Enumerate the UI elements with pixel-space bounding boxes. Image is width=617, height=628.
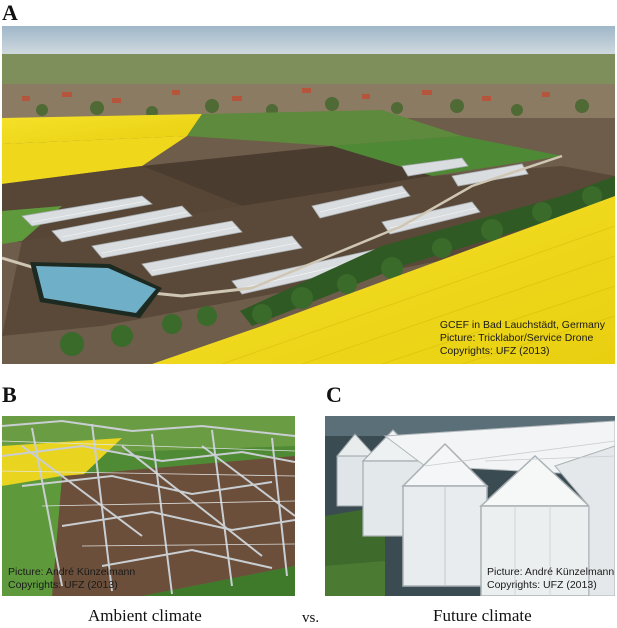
rapeseed-field-left bbox=[2, 114, 202, 144]
versus-label: vs. bbox=[302, 610, 320, 626]
panel-c-photo: Picture: André Künzelmann Copyrights: UF… bbox=[325, 416, 615, 596]
panel-a-caption: GCEF in Bad Lauchstädt, Germany Picture:… bbox=[440, 319, 605, 358]
panel-b-caption: Picture: André Künzelmann Copyrights: UF… bbox=[8, 566, 135, 592]
panel-b-photo: Picture: André Künzelmann Copyrights: UF… bbox=[2, 416, 295, 596]
panel-a-aerial-photo: GCEF in Bad Lauchstädt, Germany Picture:… bbox=[2, 26, 615, 364]
greenhouse-array bbox=[21, 157, 529, 295]
panel-a-caption-line-3: Copyrights: UFZ (2013) bbox=[439, 345, 550, 357]
greenhouse-chamber-4 bbox=[479, 445, 615, 596]
soil-plots bbox=[52, 456, 295, 596]
steel-frame-structure bbox=[2, 419, 295, 595]
panel-b-caption-line-1: Picture: André Künzelmann bbox=[8, 566, 136, 578]
panel-c-caption: Picture: André Künzelmann Copyrights: UF… bbox=[487, 566, 614, 592]
panel-a-caption-line-1: GCEF in Bad Lauchstädt, Germany bbox=[439, 319, 605, 331]
panel-c-caption-line-2: Copyrights: UFZ (2013) bbox=[487, 579, 597, 591]
panel-a-letter: A bbox=[2, 0, 18, 25]
ambient-greenhouse-scene bbox=[2, 416, 295, 596]
future-greenhouse-scene bbox=[325, 416, 615, 596]
rapeseed-strip bbox=[2, 438, 122, 486]
tree-hedge bbox=[240, 176, 615, 326]
panel-b-caption-line-2: Copyrights: UFZ (2013) bbox=[8, 579, 118, 591]
panel-a-caption-line-2: Picture: Tricklabor/Service Drone bbox=[439, 332, 594, 344]
water-reservoir bbox=[36, 266, 156, 313]
aerial-scene bbox=[2, 26, 615, 364]
future-climate-label: Future climate bbox=[433, 606, 532, 625]
panel-b-letter: B bbox=[2, 382, 17, 407]
panel-c-caption-line-1: Picture: André Künzelmann bbox=[487, 566, 615, 578]
panel-c-letter: C bbox=[326, 382, 342, 407]
sky bbox=[2, 26, 615, 58]
rapeseed-field-right bbox=[152, 196, 615, 364]
greenhouse-chamber-3 bbox=[401, 442, 489, 587]
ambient-climate-label: Ambient climate bbox=[88, 606, 202, 625]
